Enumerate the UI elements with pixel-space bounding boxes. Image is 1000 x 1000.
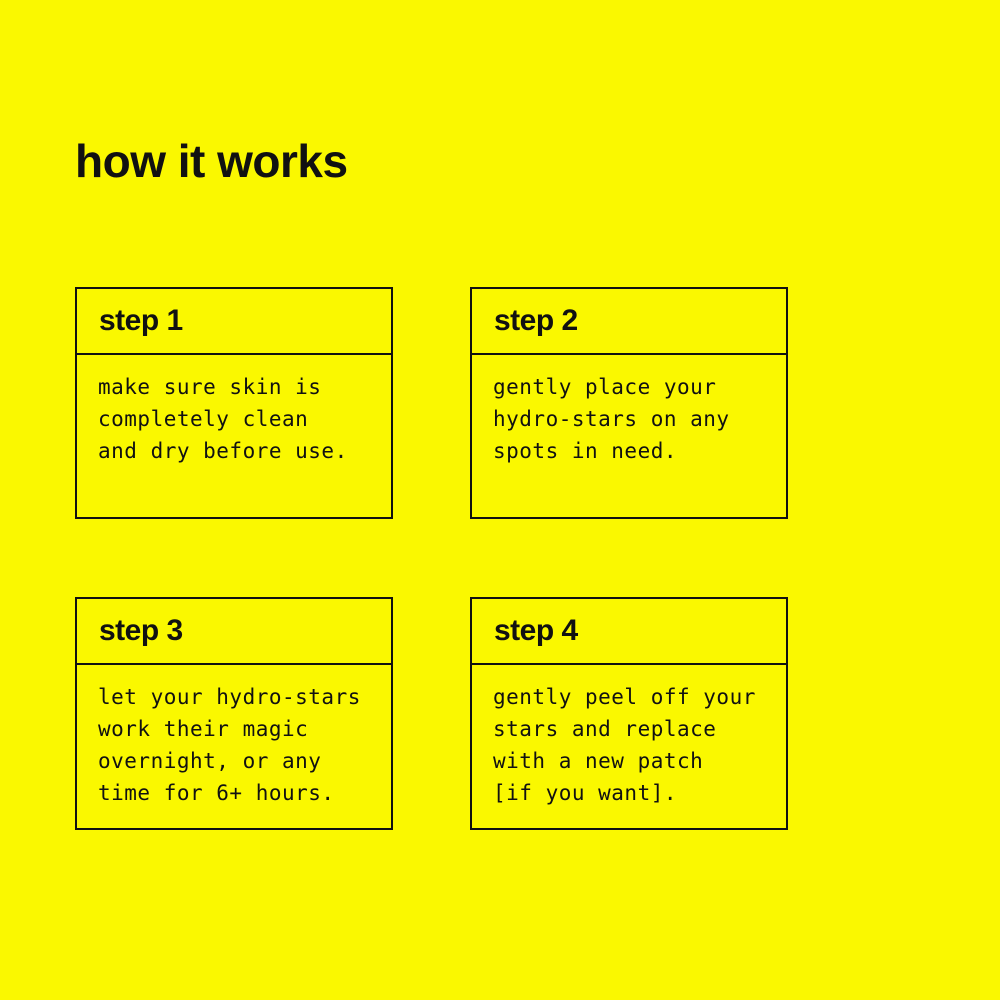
page-title: how it works	[75, 134, 348, 187]
step-card-4: step 4 gently peel off your stars and re…	[470, 597, 788, 830]
step-card-4-label: step 4	[494, 614, 578, 647]
step-card-1-header: step 1	[77, 289, 391, 355]
step-card-3: step 3 let your hydro-stars work their m…	[75, 597, 393, 830]
step-card-4-header: step 4	[472, 599, 786, 665]
step-card-1: step 1 make sure skin is completely clea…	[75, 287, 393, 519]
step-card-1-description: make sure skin is completely clean and d…	[98, 375, 348, 463]
step-card-2-label: step 2	[494, 304, 578, 337]
step-card-2-description: gently place your hydro-stars on any spo…	[493, 375, 730, 463]
step-card-3-label: step 3	[99, 614, 183, 647]
step-card-2-header: step 2	[472, 289, 786, 355]
step-card-1-label: step 1	[99, 304, 183, 337]
step-card-4-description: gently peel off your stars and replace w…	[493, 685, 756, 805]
step-card-2: step 2 gently place your hydro-stars on …	[470, 287, 788, 519]
step-card-3-description: let your hydro-stars work their magic ov…	[98, 685, 361, 805]
step-card-3-header: step 3	[77, 599, 391, 665]
